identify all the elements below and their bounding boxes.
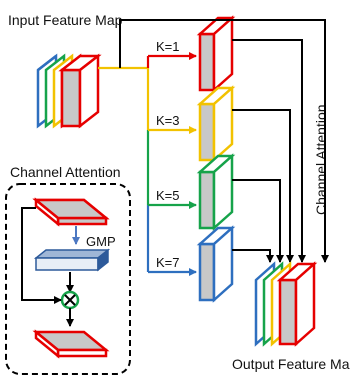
- attention-output-slab: [32, 329, 110, 359]
- channel-attention-box: Channel Attention GMP: [5, 164, 131, 375]
- output-feature-map: [254, 261, 318, 347]
- kernel-block-k1: [196, 15, 236, 93]
- input-slice-red: [58, 53, 102, 129]
- input-feature-map-title: Input Feature Map: [8, 12, 123, 28]
- branch-connectors: [98, 52, 197, 276]
- kernel-label-k7: K=7: [156, 255, 180, 270]
- kernel-label-k1: K=1: [156, 39, 180, 54]
- output-slice-red: [276, 261, 318, 347]
- channel-attention-box-title: Channel Attention: [10, 164, 121, 180]
- kernel-label-k5: K=5: [156, 188, 180, 203]
- attention-input-slab: [32, 197, 110, 227]
- gmp-label: GMP: [86, 234, 116, 249]
- kernel-block-k3: [196, 85, 236, 163]
- kernel-block-k5: [196, 153, 236, 231]
- kernel-label-k3: K=3: [156, 113, 180, 128]
- kernel-block-k7: [196, 225, 236, 303]
- input-feature-map: [36, 53, 102, 129]
- circled-x-icon: [60, 290, 80, 310]
- attention-skip-connection: [21, 207, 62, 304]
- channel-attention-vertical-label: Channel Attention: [313, 104, 329, 215]
- gmp-vector-bar: [33, 248, 111, 272]
- kernel-to-output-arrows: [119, 19, 329, 263]
- output-feature-map-title: Output Feature Map: [232, 356, 350, 372]
